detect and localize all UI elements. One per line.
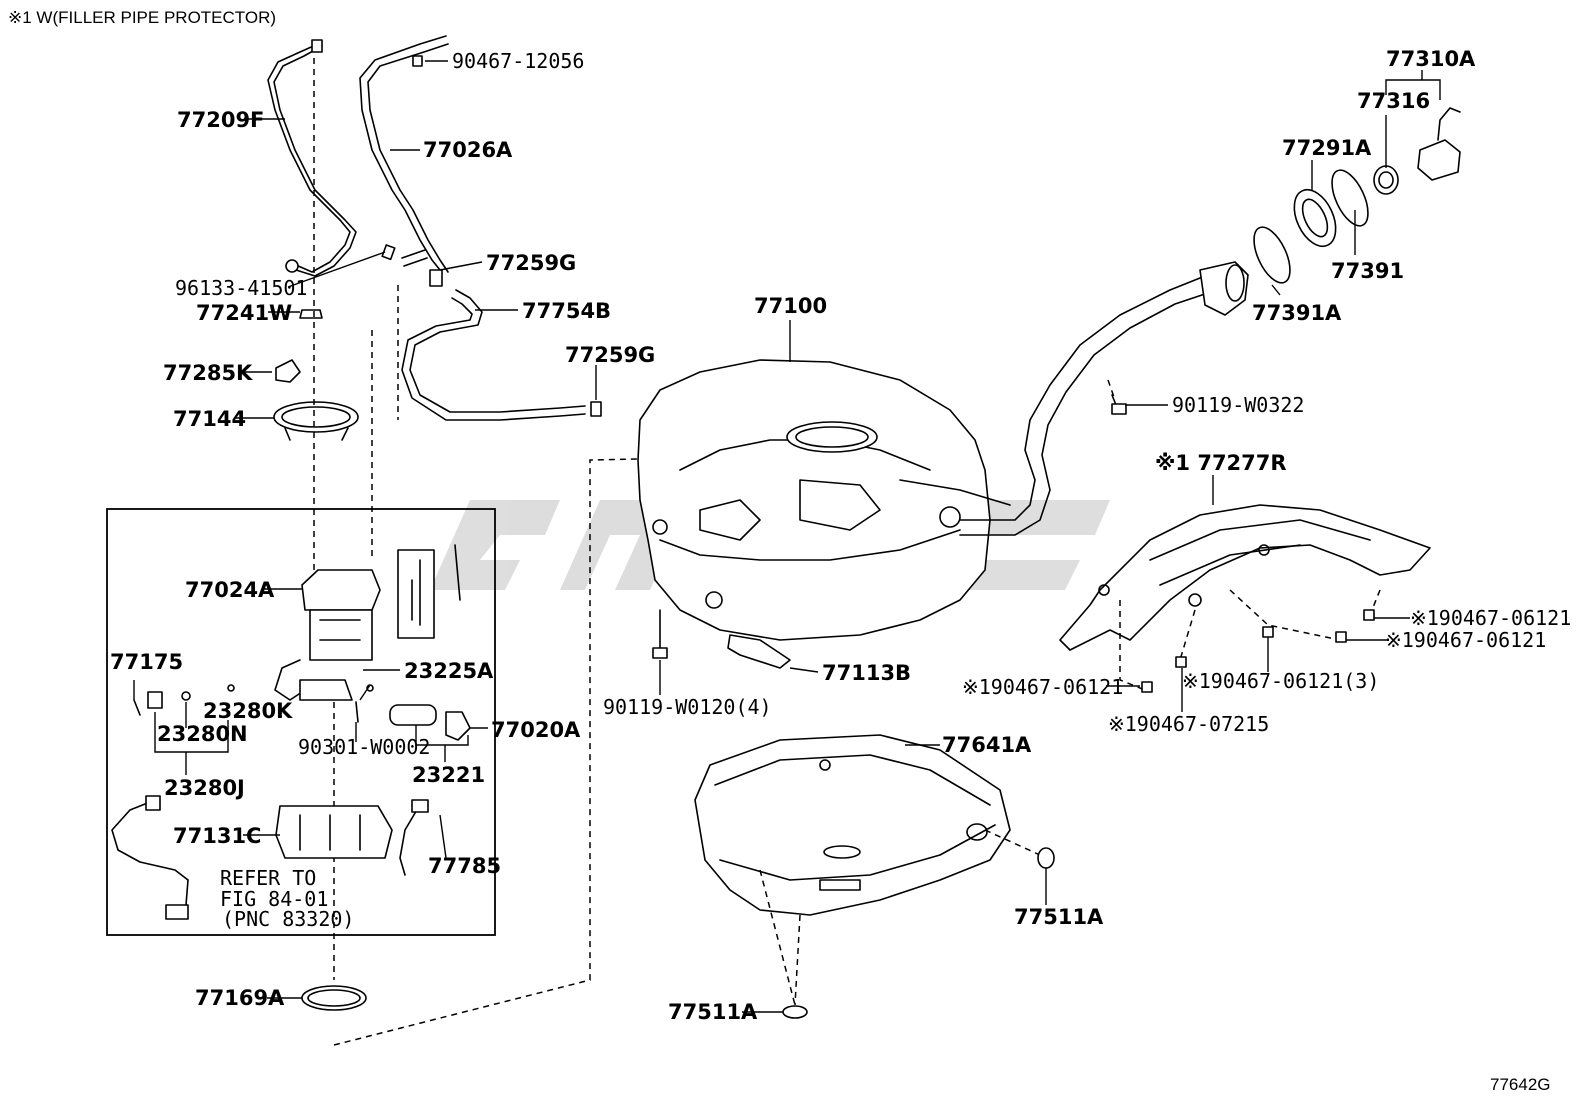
filler-pipe-protector-77277R: [1059, 504, 1431, 651]
bolt-90119-W0322: [1107, 379, 1127, 415]
label-77241W: 77241W: [196, 301, 292, 325]
label-90467-12056: 90467-12056: [452, 49, 584, 73]
clamp-77259G-top: [429, 269, 443, 287]
label-77100: 77100: [754, 294, 827, 318]
fuel-pump-assembly-box: [106, 508, 496, 936]
gasket-77144: [273, 401, 359, 441]
label-23225A: 23225A: [404, 659, 494, 683]
label-77391A: 77391A: [1252, 301, 1342, 325]
label-77024A: 77024A: [185, 578, 275, 602]
filler-pipe: [899, 261, 1249, 536]
gasket-77169A: [301, 985, 367, 1011]
alignment-line: [333, 400, 831, 1046]
label-77641A: 77641A: [942, 733, 1032, 757]
label-77785: 77785: [428, 854, 501, 878]
label-77259G-top: 77259G: [486, 251, 576, 275]
filter-23280N: [133, 684, 235, 716]
clamp-77259G-mid: [590, 401, 602, 417]
gasket-77391A: [1253, 226, 1291, 284]
label-77316: 77316: [1357, 89, 1430, 113]
label-77391: 77391: [1331, 259, 1404, 283]
label-96133-41501: 96133-41501: [175, 276, 307, 300]
label-77169A: 77169A: [195, 986, 285, 1010]
label-77291A: 77291A: [1282, 136, 1372, 160]
label-77285K: 77285K: [163, 361, 253, 385]
clip-96133-41501: [381, 244, 396, 261]
label-77175: 77175: [110, 650, 183, 674]
label-77259G-mid: 77259G: [565, 343, 655, 367]
sub-tank-77131C: [275, 805, 393, 859]
refer-note-line3: (PNC 83320): [222, 907, 354, 931]
label-77754B: 77754B: [522, 299, 611, 323]
label-77511A-right: 77511A: [1014, 905, 1104, 929]
label-90301-W0002: 90301-W0002: [298, 735, 430, 759]
label-77113B: 77113B: [822, 661, 911, 685]
label-77511A-bottom: 77511A: [668, 1000, 758, 1024]
retainer-77241W: [299, 309, 323, 319]
fuel-tank-77100: [637, 359, 991, 641]
label-23280K: 23280K: [203, 699, 293, 723]
refer-note-line1: REFER TO: [220, 866, 316, 890]
insulator-77641A: [694, 734, 1011, 916]
part-labels: 90467-12056 77209F 77026A 96133-41501 77…: [110, 47, 1571, 1094]
protector-fasteners: [1119, 589, 1381, 693]
refer-note-line2: FIG 84-01: [220, 887, 328, 911]
sender-gauge-wire: [111, 795, 189, 920]
label-77209F: 77209F: [177, 108, 264, 132]
label-90467-06121-b: ※190467-06121: [1385, 628, 1546, 652]
label-90119-W0322: 90119-W0322: [1172, 393, 1304, 417]
ring-77316: [1373, 165, 1399, 195]
clip-77285K: [275, 359, 301, 383]
label-90467-06121-c: ※190467-06121: [962, 675, 1123, 699]
gasket-77391: [1331, 169, 1369, 227]
pump-module-77024A: [274, 544, 461, 701]
label-77020A: 77020A: [491, 718, 581, 742]
wire-77785: [399, 799, 429, 876]
label-23280N: 23280N: [157, 722, 248, 746]
label-77131C: 77131C: [173, 824, 261, 848]
label-90119-W0120: 90119-W0120(4): [603, 695, 772, 719]
bracket-77113B: [727, 634, 791, 669]
label-23221: 23221: [412, 763, 485, 787]
label-90467-07215: ※190467-07215: [1108, 712, 1269, 736]
label-90467-06121-a: ※190467-06121: [1410, 606, 1571, 630]
bolt-90119-W0120: [652, 609, 668, 659]
label-23280J: 23280J: [164, 776, 245, 800]
pump-23221: [355, 684, 471, 741]
label-77277R: ※1 77277R: [1155, 451, 1287, 475]
filler-neck-77291A: [1293, 188, 1337, 248]
label-77144: 77144: [173, 407, 246, 431]
figure-code: 77642G: [1490, 1075, 1551, 1094]
leader-lines: [133, 60, 1441, 1013]
vent-tube-77209F: [267, 39, 357, 277]
header-note: ※1 W(FILLER PIPE PROTECTOR): [8, 8, 276, 27]
label-90467-06121-3: ※190467-06121(3): [1182, 669, 1379, 693]
label-77026A: 77026A: [423, 138, 513, 162]
label-77310A: 77310A: [1386, 47, 1476, 71]
breather-pipe-77026A: [359, 35, 449, 273]
fuel-cap-77310A: [1417, 107, 1461, 181]
